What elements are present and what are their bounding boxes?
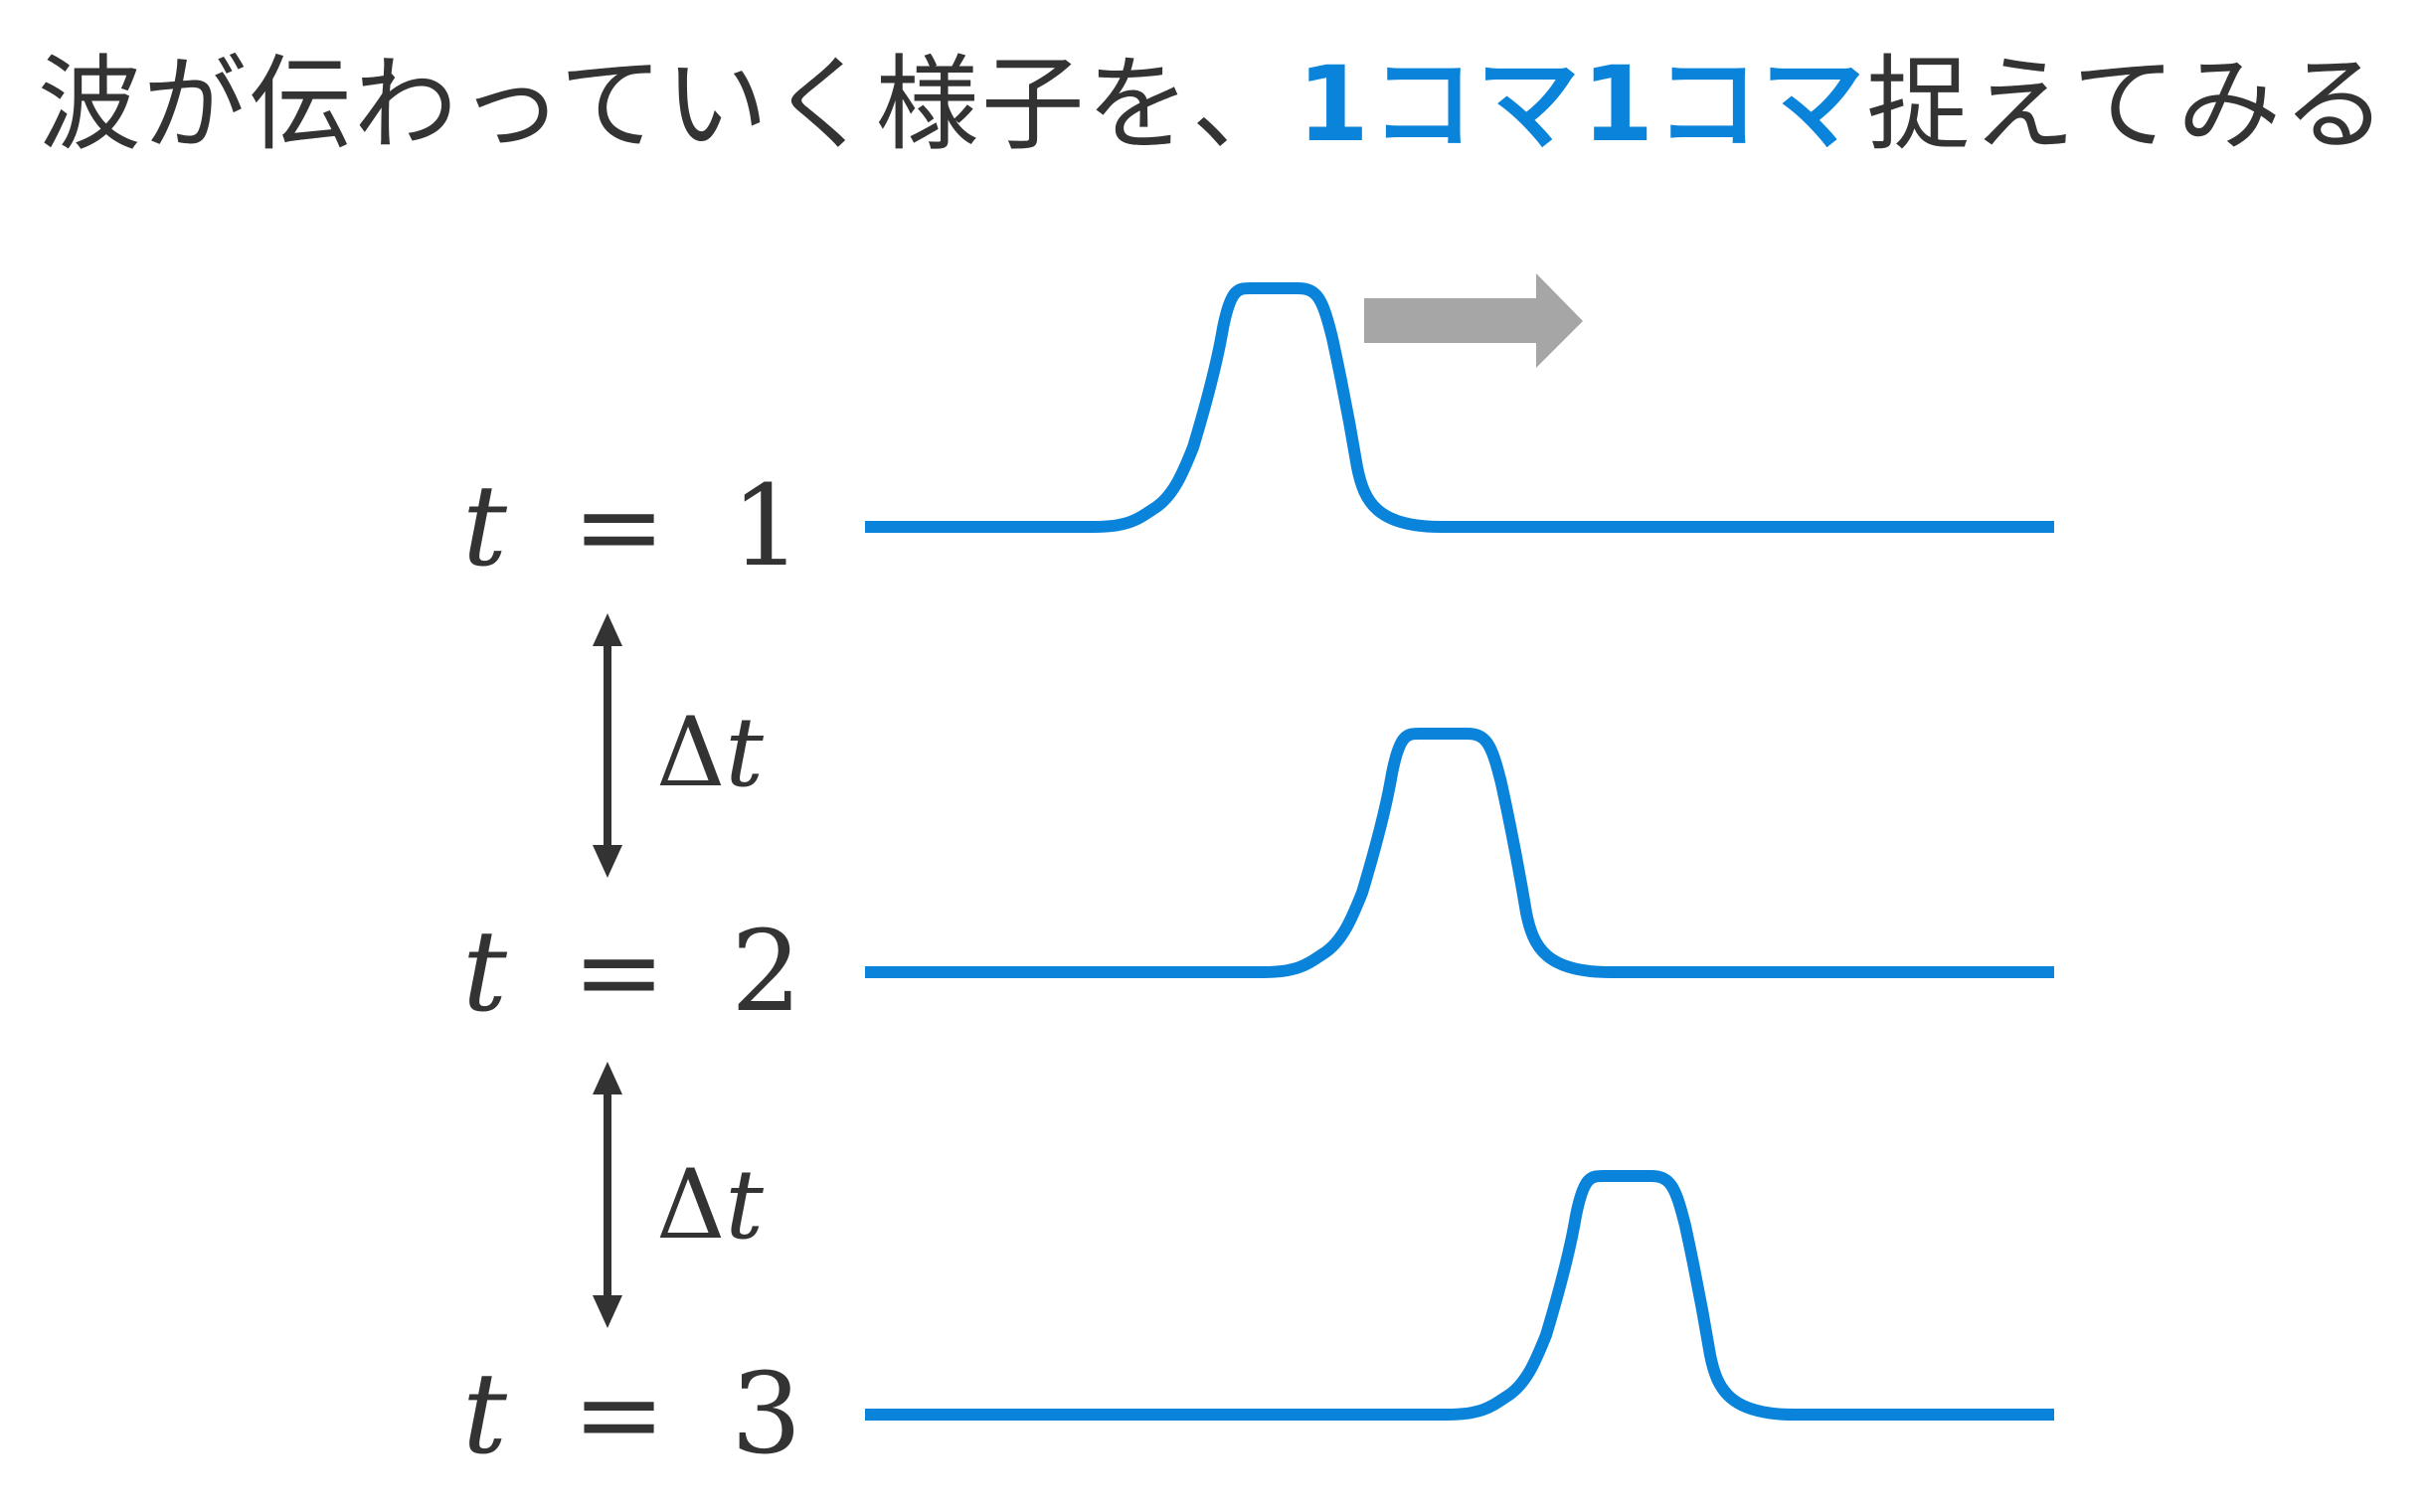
frame-label-3-value: 3 <box>731 1350 801 1479</box>
interval-label-1-var: t <box>725 697 764 808</box>
wave-pulse-1 <box>865 282 2054 533</box>
page-title: 波が伝わっていく様子を、1コマ1コマ捉えてみる <box>0 40 2426 169</box>
interval-label-2: Δt <box>656 1149 764 1260</box>
frame-label-1: t = 1 <box>462 462 801 591</box>
interval-label-1-delta: Δ <box>656 697 725 808</box>
title-text-end: 捉えてみる <box>1866 44 2389 165</box>
title-highlight: 1コマ1コマ <box>1297 44 1867 165</box>
frame-label-1-value: 1 <box>731 462 801 591</box>
frame-label-2: t = 2 <box>462 908 801 1037</box>
frame-label-2-eq: = <box>573 908 666 1037</box>
interval-label-2-delta: Δ <box>656 1149 725 1260</box>
wave-pulse-3 <box>865 1170 2054 1421</box>
frame-label-1-eq: = <box>573 462 666 591</box>
title-text-start: 波が伝わっていく様子を、 <box>37 44 1298 165</box>
frame-label-3-var: t <box>462 1350 508 1479</box>
frame-label-2-value: 2 <box>731 908 801 1037</box>
interval-label-1: Δt <box>656 697 764 808</box>
interval-label-2-var: t <box>725 1149 764 1260</box>
double-headed-arrow-icon <box>593 613 622 878</box>
frame-label-3-eq: = <box>573 1350 666 1479</box>
frame-label-3: t = 3 <box>462 1350 801 1479</box>
double-headed-arrow-icon <box>593 1062 622 1328</box>
right-arrow-icon <box>1364 273 1583 368</box>
frame-label-2-var: t <box>462 908 508 1037</box>
frame-label-1-var: t <box>462 462 508 591</box>
wave-pulse-2 <box>865 728 2054 978</box>
